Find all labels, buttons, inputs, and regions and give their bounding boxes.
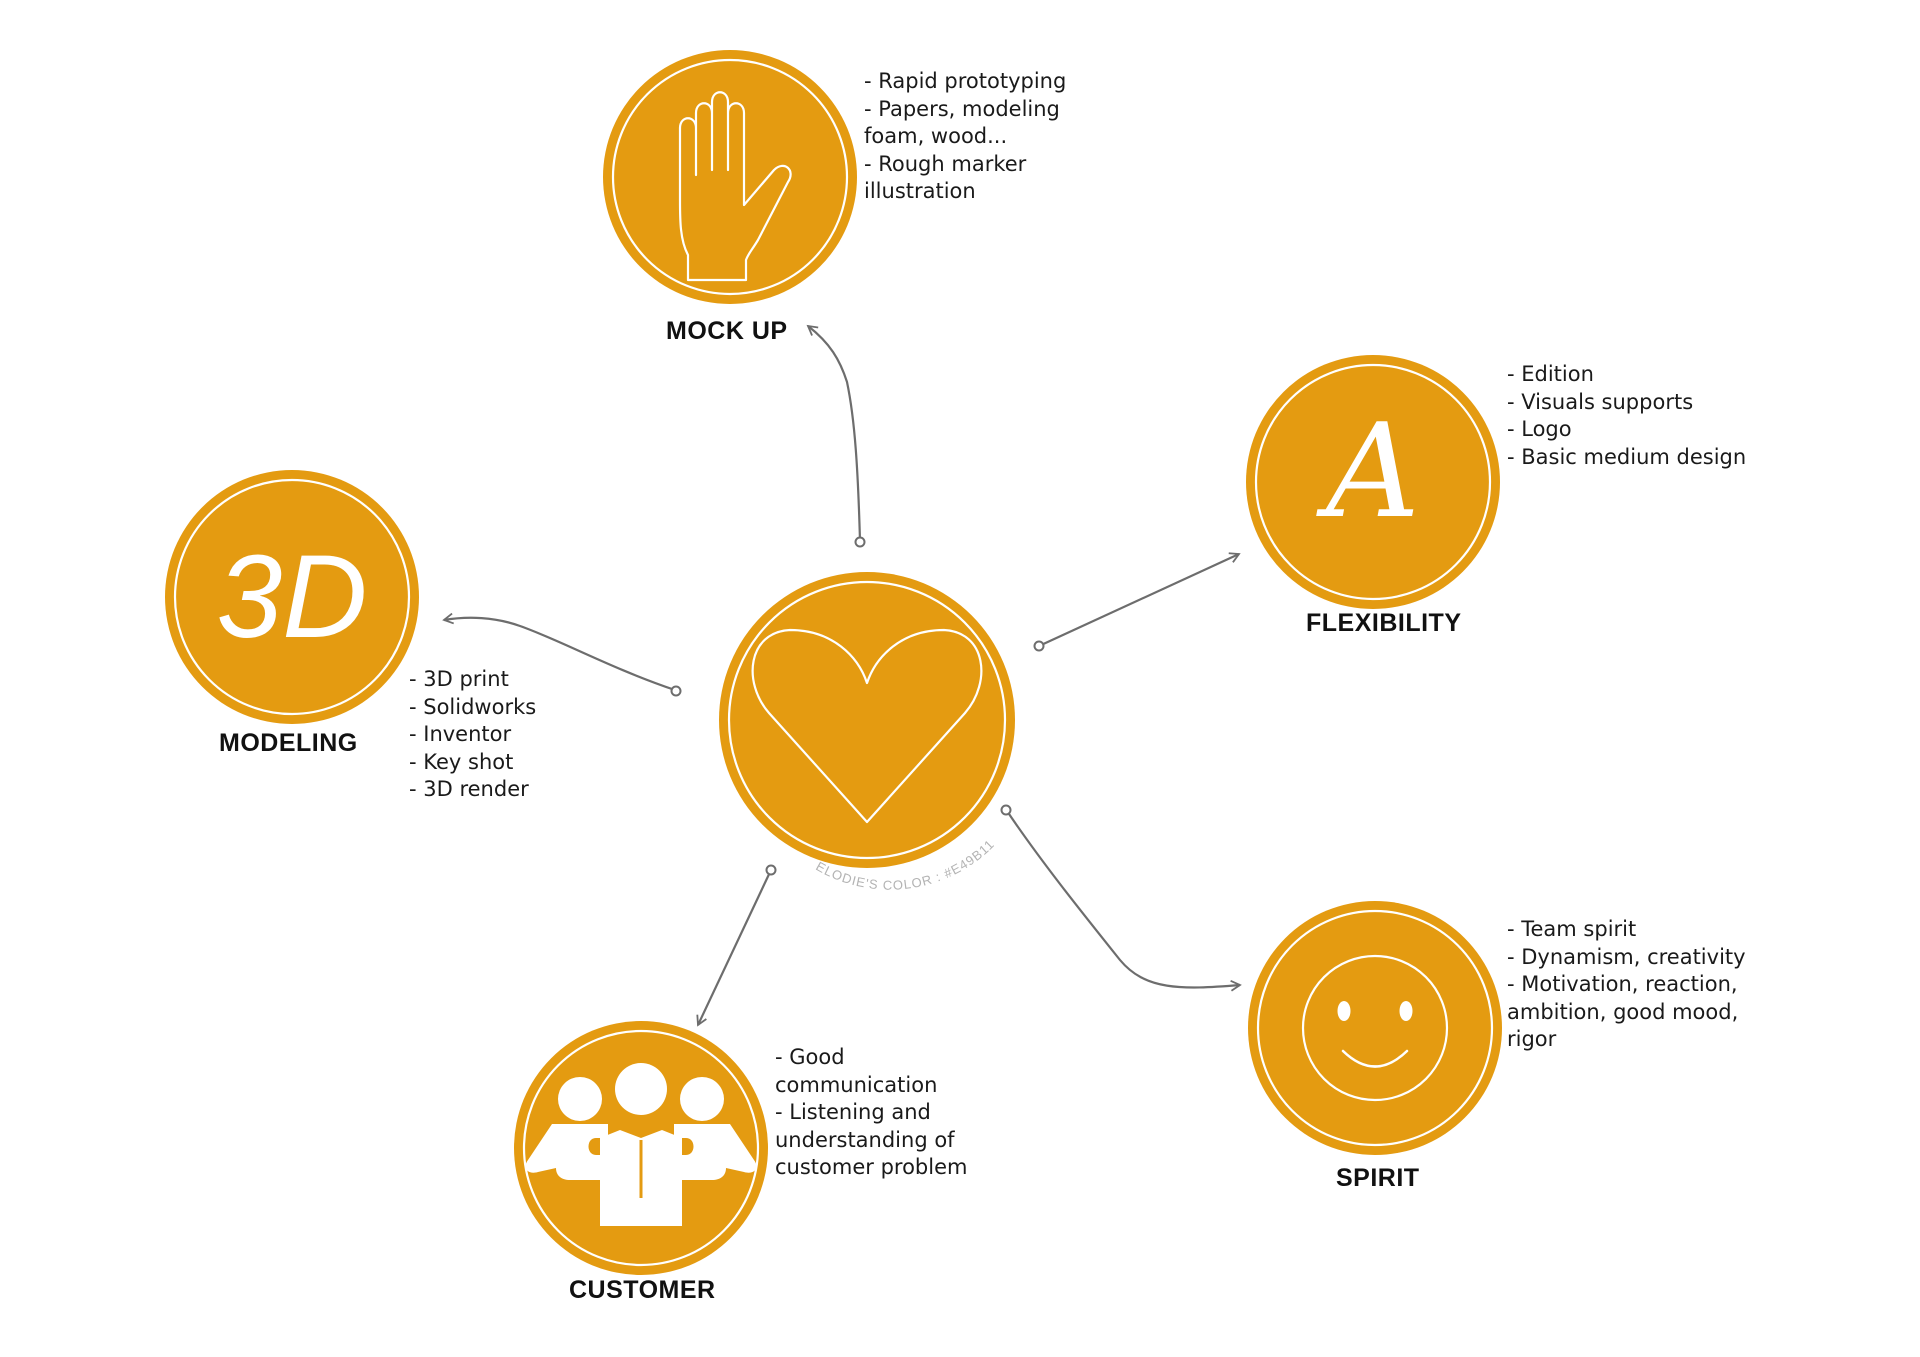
modeling-node (165, 470, 419, 724)
note-line: foam, wood... (864, 124, 1008, 148)
3d-icon: 3D (216, 531, 368, 663)
note-line: - Good (775, 1045, 845, 1069)
note-line: illustration (864, 179, 976, 203)
hand-icon (678, 91, 792, 282)
connector-to-customer (696, 864, 777, 1027)
spirit-notes: - Team spirit - Dynamism, creativity - M… (1507, 916, 1746, 1054)
note-line: understanding of (775, 1127, 955, 1152)
flexibility-label: FLEXIBILITY (1306, 609, 1462, 637)
connector-to-flexibility (1033, 552, 1241, 652)
note-line: ambition, good mood, (1507, 999, 1739, 1024)
customer-label: CUSTOMER (569, 1276, 716, 1304)
mockup-notes: - Rapid prototyping - Papers, modeling f… (864, 68, 1066, 206)
note-line: - Papers, modeling (864, 96, 1060, 121)
letter-a-icon: A (1326, 395, 1420, 547)
mockup-node (603, 50, 857, 304)
flexibility-node (1246, 355, 1500, 609)
note-line: - 3D render (409, 777, 529, 801)
smiley-icon (1301, 954, 1449, 1102)
note-line: - Solidworks (409, 694, 537, 719)
center-node (719, 572, 1015, 868)
note-line: - Basic medium design (1507, 444, 1747, 469)
customer-notes: - Good communication - Listening and und… (775, 1044, 967, 1182)
note-line: communication (775, 1072, 938, 1097)
heart-icon (751, 628, 983, 824)
note-line: - Rapid prototyping (864, 69, 1067, 93)
note-line: - Listening and (775, 1100, 931, 1124)
team-puzzle-icon (525, 1063, 757, 1226)
connector-to-spirit (1000, 804, 1242, 992)
note-line: - Rough marker (864, 151, 1027, 176)
spirit-node (1248, 901, 1502, 1155)
spirit-label: SPIRIT (1336, 1164, 1420, 1192)
note-line: - Dynamism, creativity (1507, 944, 1746, 969)
note-line: - Logo (1507, 417, 1572, 441)
note-line: - Visuals supports (1507, 389, 1694, 414)
connector-to-modeling (442, 612, 682, 697)
note-line: - 3D print (409, 667, 509, 691)
modeling-label: MODELING (219, 729, 358, 757)
customer-node (514, 1021, 768, 1275)
connector-to-mockup (806, 324, 866, 548)
note-line: - Motivation, reaction, (1507, 972, 1738, 996)
mockup-label: MOCK UP (666, 317, 788, 345)
note-line: - Key shot (409, 749, 514, 774)
modeling-notes: - 3D print - Solidworks - Inventor - Key… (409, 666, 536, 804)
note-line: customer problem (775, 1155, 968, 1179)
flexibility-notes: - Edition - Visuals supports - Logo - Ba… (1507, 361, 1746, 471)
note-line: - Edition (1507, 362, 1594, 386)
note-line: - Team spirit (1507, 917, 1637, 941)
note-line: rigor (1507, 1027, 1557, 1051)
note-line: - Inventor (409, 722, 512, 746)
